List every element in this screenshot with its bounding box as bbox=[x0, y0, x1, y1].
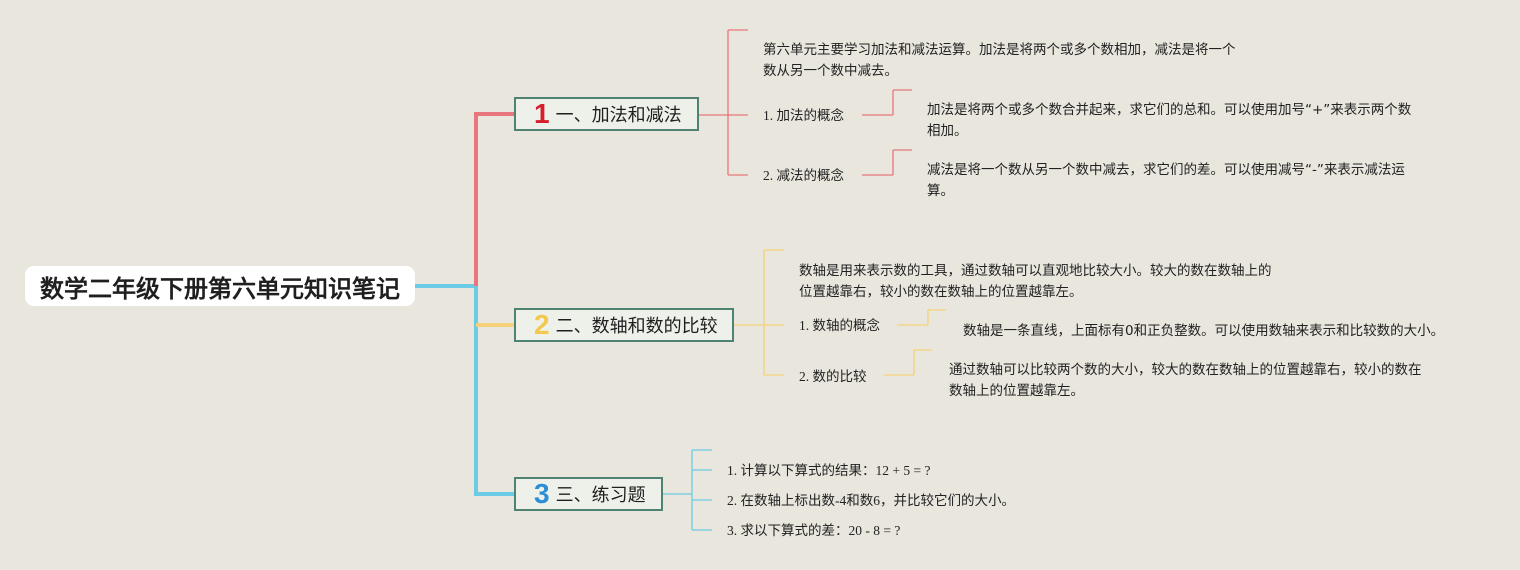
branch-1-intro-line2: 数从另一个数中减去。 bbox=[763, 63, 898, 79]
root-node[interactable]: 数学二年级下册第六单元知识笔记 bbox=[25, 266, 415, 306]
branch-1-item-2-desc-line2: 算。 bbox=[927, 183, 954, 199]
branch-1-intro[interactable]: 第六单元主要学习加法和减法运算。加法是将两个或多个数相加，减法是将一个 数从另一… bbox=[763, 40, 1283, 82]
branch-1-title: 一、加法和减法 bbox=[555, 105, 682, 126]
branch-3-item-1[interactable]: 1. 计算以下算式的结果：12 + 5 = ? bbox=[727, 463, 931, 478]
branch-1-item-2-desc-line1: 减法是将一个数从另一个数中减去，求它们的差。可以使用减号“-”来表示减法运 bbox=[927, 162, 1405, 178]
branch-3-node[interactable]: 3 三、练习题 bbox=[514, 477, 663, 511]
branch-2-intro-line1: 数轴是用来表示数的工具，通过数轴可以直观地比较大小。较大的数在数轴上的 bbox=[799, 263, 1272, 279]
branch-2-intro-line2: 位置越靠右，较小的数在数轴上的位置越靠左。 bbox=[799, 284, 1083, 300]
branch-1-item-2-label[interactable]: 2. 减法的概念 bbox=[763, 168, 844, 183]
branch-2-item-1-desc[interactable]: 数轴是一条直线，上面标有0和正负整数。可以使用数轴来表示和比较数的大小。 bbox=[963, 321, 1503, 342]
branch-2-intro[interactable]: 数轴是用来表示数的工具，通过数轴可以直观地比较大小。较大的数在数轴上的 位置越靠… bbox=[799, 261, 1319, 303]
branch-1-item-1-label[interactable]: 1. 加法的概念 bbox=[763, 108, 844, 123]
branch-2-item-1-label[interactable]: 1. 数轴的概念 bbox=[799, 318, 880, 333]
branch-1-intro-line1: 第六单元主要学习加法和减法运算。加法是将两个或多个数相加，减法是将一个 bbox=[763, 42, 1236, 58]
branch-3-title: 三、练习题 bbox=[555, 485, 646, 506]
branch-1-item-2-desc[interactable]: 减法是将一个数从另一个数中减去，求它们的差。可以使用减号“-”来表示减法运 算。 bbox=[927, 160, 1447, 202]
branch-1-node[interactable]: 1 一、加法和减法 bbox=[514, 97, 699, 131]
branch-2-item-2-label[interactable]: 2. 数的比较 bbox=[799, 369, 867, 384]
branch-1-item-1-desc-line2: 相加。 bbox=[927, 123, 968, 139]
branch-1-item-1-desc[interactable]: 加法是将两个或多个数合并起来，求它们的总和。可以使用加号“+”来表示两个数 相加… bbox=[927, 100, 1447, 142]
branch-2-node[interactable]: 2 二、数轴和数的比较 bbox=[514, 308, 734, 342]
branch-2-item-1-desc-line1: 数轴是一条直线，上面标有0和正负整数。可以使用数轴来表示和比较数的大小。 bbox=[963, 323, 1445, 339]
branch-3-number: 3 bbox=[534, 478, 550, 509]
branch-1-item-1-desc-line1: 加法是将两个或多个数合并起来，求它们的总和。可以使用加号“+”来表示两个数 bbox=[927, 102, 1412, 118]
branch-2-item-2-desc-line1: 通过数轴可以比较两个数的大小，较大的数在数轴上的位置越靠右，较小的数在 bbox=[949, 362, 1422, 378]
branch-2-item-2-desc[interactable]: 通过数轴可以比较两个数的大小，较大的数在数轴上的位置越靠右，较小的数在 数轴上的… bbox=[949, 360, 1469, 402]
branch-3-item-3[interactable]: 3. 求以下算式的差：20 - 8 = ? bbox=[727, 523, 901, 538]
branch-1-number: 1 bbox=[534, 98, 550, 129]
branch-2-title: 二、数轴和数的比较 bbox=[555, 316, 718, 337]
branch-2-number: 2 bbox=[534, 309, 550, 340]
branch-3-item-2[interactable]: 2. 在数轴上标出数-4和数6，并比较它们的大小。 bbox=[727, 493, 1015, 508]
branch-2-item-2-desc-line2: 数轴上的位置越靠左。 bbox=[949, 383, 1084, 399]
